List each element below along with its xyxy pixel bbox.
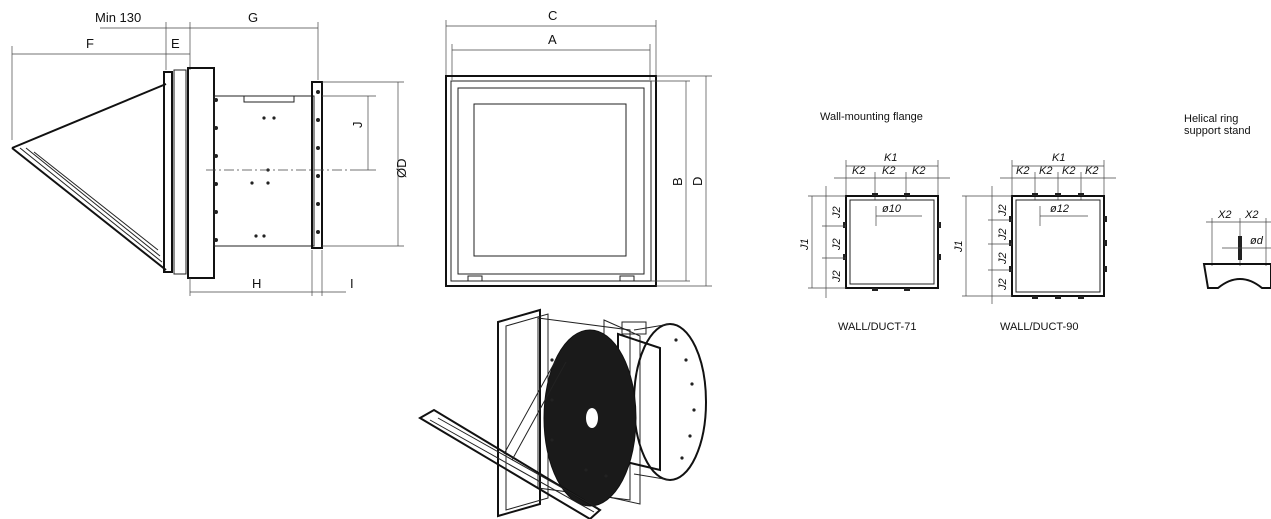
duct71-hole: ø10 [882,203,902,215]
duct71-j2-c: J2 [831,270,843,283]
stand-title-line1: Helical ring [1184,113,1238,125]
flange-title: Wall-mounting flange [820,111,923,123]
duct90-j2-c: J2 [997,252,1009,265]
dim-g-label: G [248,10,258,25]
dim-f-label: F [86,36,94,51]
duct90-j2-b: J2 [997,228,1009,241]
dim-d-label: D [690,177,705,186]
duct90-k1: K1 [1052,152,1065,164]
duct90-j1: J1 [953,240,965,253]
duct90-k2-c: K2 [1062,165,1075,177]
iso-open-door [418,408,602,519]
duct71-k1: K1 [884,152,897,164]
duct71-j1: J1 [799,238,811,251]
stand-x2-a: X2 [1217,209,1231,221]
duct71-k2-b: K2 [882,165,895,177]
dim-c-label: C [548,8,557,23]
duct71-k2-a: K2 [852,165,865,177]
dim-od-label: ØD [394,159,409,179]
dim-min130-label: Min 130 [95,10,141,25]
duct90-k2-a: K2 [1016,165,1029,177]
side-view-mounting-flange [187,67,215,279]
front-view-outer-frame [445,75,657,287]
support-stand: Helical ring support stand X2 X2 ød [1184,113,1271,289]
side-view-frame-plate [173,69,187,275]
side-view-rear-flange [311,81,323,249]
duct90-caption: WALL/DUCT-90 [1000,321,1078,333]
dim-i-label: I [350,276,354,291]
stand-od: ød [1250,235,1264,247]
flange-duct71: K1 K2 K2 K2 ø10 J1 J2 J2 J2 WALL/DUCT-71 [799,152,950,333]
duct71-j2-b: J2 [831,238,843,251]
duct90-k2-b: K2 [1039,165,1052,177]
dim-b-label: B [670,177,685,186]
flange-duct90: K1 K2 K2 K2 K2 ø12 J1 J2 J2 J2 J2 WALL/D… [953,152,1116,333]
duct71-caption: WALL/DUCT-71 [838,321,916,333]
duct90-k2-d: K2 [1085,165,1098,177]
duct71-j2-a: J2 [831,206,843,219]
side-view-top-bracket [243,95,295,103]
duct90-j2-d: J2 [997,278,1009,291]
front-view-grille [473,103,627,257]
dim-a-label: A [548,32,557,47]
duct71-k2-c: K2 [912,165,925,177]
side-view-front-frame [163,71,173,273]
stand-x2-b: X2 [1244,209,1258,221]
duct90-j2-a: J2 [997,204,1009,217]
side-view-open-door [11,83,167,271]
dim-e-label: E [171,36,180,51]
iso-duct-flange [633,323,707,481]
stand-title-line2: support stand [1184,125,1251,137]
side-view: Min 130 G F E [11,10,409,296]
dim-h-label: H [252,276,261,291]
stand-body [1202,263,1271,289]
dim-j-label: J [350,122,365,129]
duct71-flange-square [845,195,939,289]
isometric-view [418,308,707,519]
duct90-hole: ø12 [1050,203,1069,215]
front-view: C A B D [445,8,712,287]
